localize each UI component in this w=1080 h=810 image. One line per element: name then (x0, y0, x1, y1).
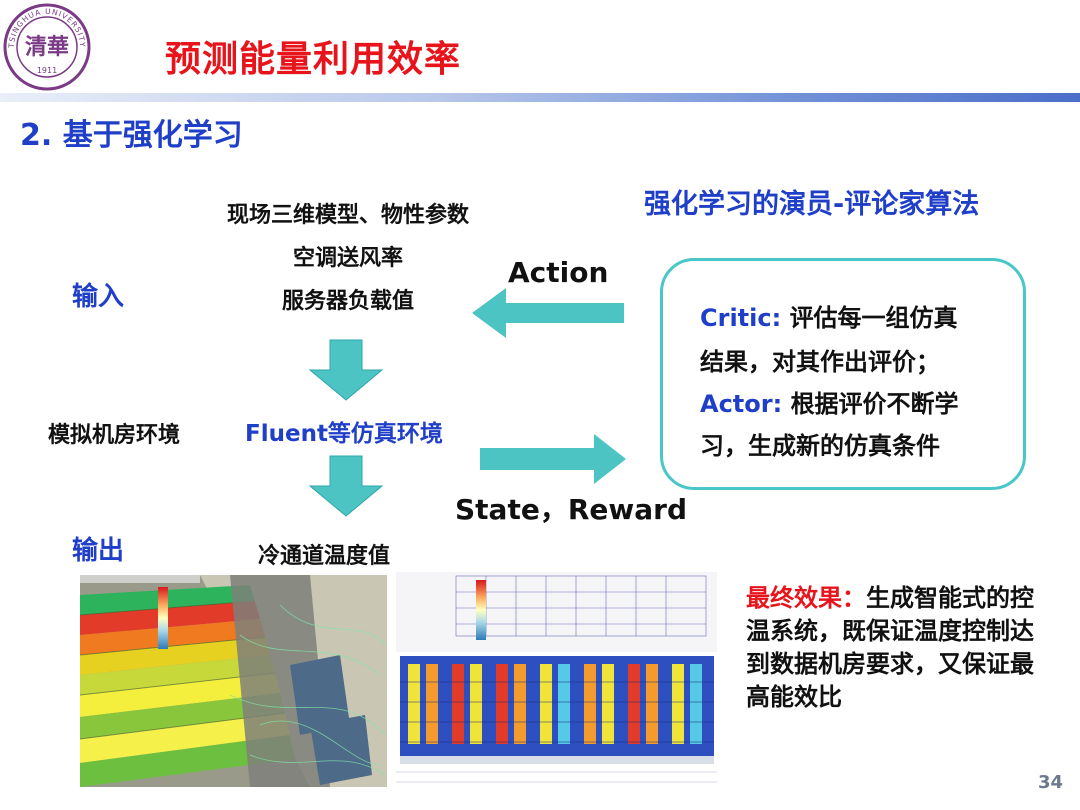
critic-key: Critic: (700, 304, 782, 332)
critic-line-2: 结果，对其作出评价； (700, 348, 940, 376)
input-line-load: 服务器负载值 (281, 289, 415, 314)
input-line-airflow: 空调送风率 (292, 246, 404, 271)
actor-critic-heading: 强化学习的演员-评论家算法 (644, 189, 980, 220)
section-subtitle: 2. 基于强化学习 (20, 118, 243, 153)
actor-key: Actor: (700, 390, 783, 418)
down-arrow-1 (308, 339, 384, 401)
header-divider (0, 93, 1080, 102)
action-arrow (472, 288, 624, 338)
tsinghua-logo: 清華 1911 TSINGHUA UNIVERSITY (3, 3, 91, 91)
final-result: 最终效果：生成智能式的控温系统，既保证温度控制达到数据机房要求，又保证最高能效比 (746, 582, 1036, 714)
temperature-map-image (396, 572, 717, 790)
input-label: 输入 (72, 282, 125, 312)
sim-env-left-label: 模拟机房环境 (48, 423, 181, 448)
actor-text-1: 根据评价不断学 (790, 390, 959, 418)
critic-line-1: Critic: 评估每一组仿真 (700, 298, 958, 333)
input-line-model: 现场三维模型、物性参数 (226, 203, 470, 228)
actor-line-1: Actor: 根据评价不断学 (700, 384, 959, 419)
page-title: 预测能量利用效率 (165, 39, 462, 80)
logo-year: 1911 (37, 66, 57, 75)
actor-critic-box (660, 258, 1026, 490)
output-text: 冷通道温度值 (258, 544, 391, 569)
cfd-3d-simulation-image (80, 575, 387, 787)
down-arrow-2 (308, 455, 384, 517)
action-label: Action (508, 256, 609, 289)
output-label: 输出 (72, 536, 125, 566)
fluent-sim-label: Fluent等仿真环境 (245, 421, 443, 447)
final-result-text: 生成智能式的控温系统，既保证温度控制达到数据机房要求，又保证最高能效比 (746, 584, 1034, 711)
final-result-key: 最终效果： (746, 584, 866, 612)
critic-text-1: 评估每一组仿真 (789, 304, 958, 332)
actor-line-2: 习，生成新的仿真条件 (700, 432, 940, 460)
logo-center-text: 清華 (25, 34, 69, 60)
state-arrow (480, 434, 626, 484)
state-reward-label: State，Reward (455, 493, 687, 526)
page-number: 34 (1038, 772, 1064, 793)
